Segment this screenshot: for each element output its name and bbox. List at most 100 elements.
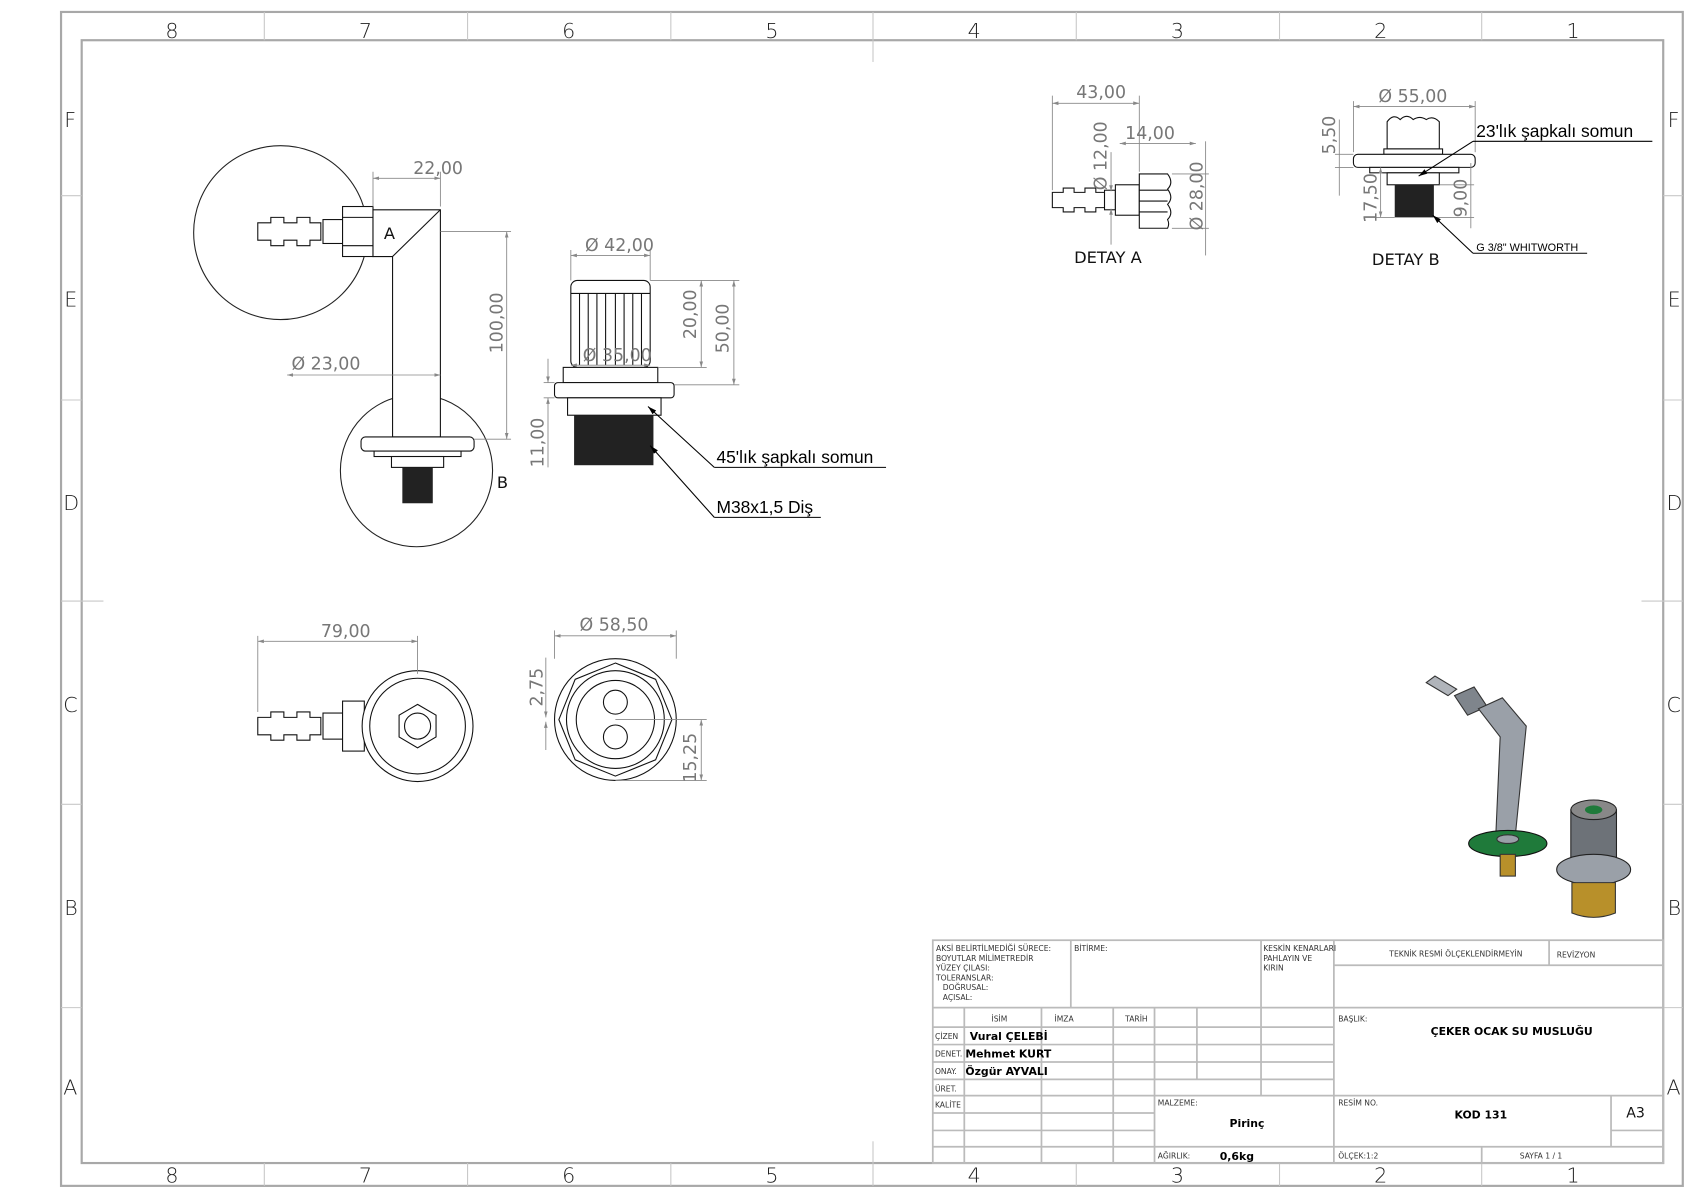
drawing-title: ÇEKER OCAK SU MUSLUĞU [1431, 1025, 1593, 1038]
tolerance-line: DOĞRUSAL: [940, 983, 988, 992]
row-label: A [1666, 1076, 1680, 1100]
col-label: 2 [1374, 19, 1387, 43]
header-date: TARİH [1124, 1015, 1147, 1024]
sheet-number: SAYFA 1 / 1 [1520, 1152, 1563, 1161]
dim-d35: Ø 35,00 [583, 346, 652, 366]
dim-d55: Ø 55,00 [1378, 87, 1447, 107]
role-production: ÜRET. [935, 1084, 957, 1093]
detail-a-view: 43,00 14,00 Ø 12,00 Ø 28,00 DETAY A [1051, 83, 1209, 267]
top-view: 79,00 [257, 622, 474, 783]
col-label: 2 [1374, 1164, 1387, 1188]
material-label: MALZEME: [1158, 1098, 1198, 1107]
col-label: 6 [562, 1164, 575, 1188]
col-label: 4 [968, 19, 981, 43]
row-label: E [1668, 288, 1681, 312]
finish-label: BİTİRME: [1074, 944, 1108, 953]
col-label: 6 [562, 19, 575, 43]
weight-value: 0,6kg [1220, 1150, 1254, 1163]
row-label: E [64, 288, 77, 312]
bottom-view: Ø 58,50 2,75 15,25 [528, 615, 707, 783]
dim-9: 9,00 [1451, 179, 1471, 218]
material-value: Pirinç [1230, 1117, 1265, 1130]
col-label: 1 [1566, 1164, 1579, 1188]
dim-5-50: 5,50 [1320, 116, 1340, 155]
tolerance-line: YÜZEY ÇILASI: [935, 964, 990, 973]
no-scale-note: TEKNİK RESMİ ÖLÇEKLENDİRMEYİN [1388, 950, 1522, 959]
edges-line: KESKİN KENARLARI [1263, 944, 1336, 953]
row-label: F [64, 108, 76, 132]
dim-d28: Ø 28,00 [1187, 161, 1207, 230]
col-label: 7 [359, 1164, 372, 1188]
front-view: A B 22,00 100,00 Ø 23,00 [193, 145, 512, 548]
isometric-view [1425, 675, 1632, 918]
role-quality: KALİTE [935, 1101, 961, 1110]
tolerance-line: TOLERANSLAR: [935, 973, 994, 982]
col-label: 7 [359, 19, 372, 43]
tolerance-line: AÇISAL: [940, 993, 972, 1002]
row-label: D [63, 491, 79, 515]
row-label: A [63, 1076, 77, 1100]
row-label: C [1666, 693, 1680, 717]
detail-a-title: DETAY A [1074, 248, 1143, 267]
name-drawn: Vural ÇELEBİ [970, 1029, 1048, 1043]
col-label: 5 [765, 19, 778, 43]
col-label: 3 [1171, 19, 1184, 43]
dim-79: 79,00 [321, 622, 371, 642]
callout-23-nut: 23'lık şapkalı somun [1476, 121, 1633, 141]
title-block: AKSİ BELİRTİLMEDİĞİ SÜRECE:BOYUTLAR MİLİ… [931, 939, 1665, 1164]
sheet-size: A3 [1626, 1105, 1645, 1121]
callout-45-nut: 45'lık şapkalı somun [716, 447, 873, 467]
title-label: BAŞLIK: [1338, 1015, 1367, 1024]
side-view: Ø 42,00 Ø 35,00 20,00 50,00 11,00 45'lık… [529, 236, 887, 518]
header-signature: İMZA [1055, 1015, 1075, 1024]
dim-d23: Ø 23,00 [291, 355, 360, 375]
dim-17-50: 17,50 [1361, 173, 1381, 223]
col-label: 1 [1566, 19, 1579, 43]
col-label: 4 [968, 1164, 981, 1188]
detail-b-title: DETAY B [1372, 250, 1440, 269]
outer-border [59, 10, 1684, 1187]
detail-b-marker: B [497, 473, 508, 492]
dim-d42: Ø 42,00 [585, 236, 654, 256]
revision-label: REVİZYON [1557, 951, 1596, 960]
row-label: F [1668, 108, 1680, 132]
callout-m38-thread: M38x1,5 Diş [716, 497, 813, 517]
name-checked: Mehmet KURT [965, 1048, 1051, 1061]
role-checked: DENET. [935, 1050, 962, 1059]
dim-11: 11,00 [529, 418, 549, 468]
row-label: D [1666, 491, 1682, 515]
role-drawn: ÇİZEN [935, 1032, 958, 1041]
dim-14: 14,00 [1125, 124, 1175, 144]
dim-2-75: 2,75 [528, 668, 548, 707]
dim-22: 22,00 [413, 159, 463, 179]
svg-text:AKSİ BELİRTİLMEDİĞİ SÜRECE:BOY: AKSİ BELİRTİLMEDİĞİ SÜRECE:BOYUTLAR MİLİ… [935, 944, 1051, 1002]
row-label: C [63, 693, 77, 717]
drawing-no-label: RESİM NO. [1338, 1098, 1378, 1107]
detail-b-view: Ø 55,00 5,50 17,50 9,00 23'lık şapkalı s… [1320, 87, 1653, 269]
dim-43: 43,00 [1076, 83, 1126, 103]
dim-15-25: 15,25 [681, 733, 701, 783]
name-approved: Özgür AYVALI [965, 1064, 1047, 1078]
col-label: 8 [165, 19, 178, 43]
callout-g38-thread: G 3/8" WHITWORTH [1476, 242, 1578, 254]
edges-line: KIRIN [1263, 964, 1283, 973]
dim-20: 20,00 [681, 289, 701, 339]
detail-a-marker: A [384, 224, 396, 243]
row-label: B [64, 896, 78, 920]
edges-line: PAHLAYIN VE [1263, 954, 1312, 963]
drawing-no-value: KOD 131 [1455, 1108, 1508, 1121]
dim-d58: Ø 58,50 [580, 615, 649, 635]
row-label: B [1668, 896, 1682, 920]
zone-grid: 8 7 6 5 4 3 2 1 8 7 6 5 4 3 2 1 F E D C B A F E D C B A [61, 11, 1683, 1188]
tolerance-line: AKSİ BELİRTİLMEDİĞİ SÜRECE: [936, 944, 1051, 953]
tolerance-line: BOYUTLAR MİLİMETREDİR [936, 954, 1034, 963]
col-label: 5 [765, 1164, 778, 1188]
scale-value: ÖLÇEK:1:2 [1338, 1152, 1378, 1161]
col-label: 8 [165, 1164, 178, 1188]
header-name: İSİM [991, 1015, 1007, 1024]
weight-label: AĞIRLIK: [1158, 1152, 1190, 1161]
dim-d12: Ø 12,00 [1092, 121, 1112, 190]
col-label: 3 [1171, 1164, 1184, 1188]
